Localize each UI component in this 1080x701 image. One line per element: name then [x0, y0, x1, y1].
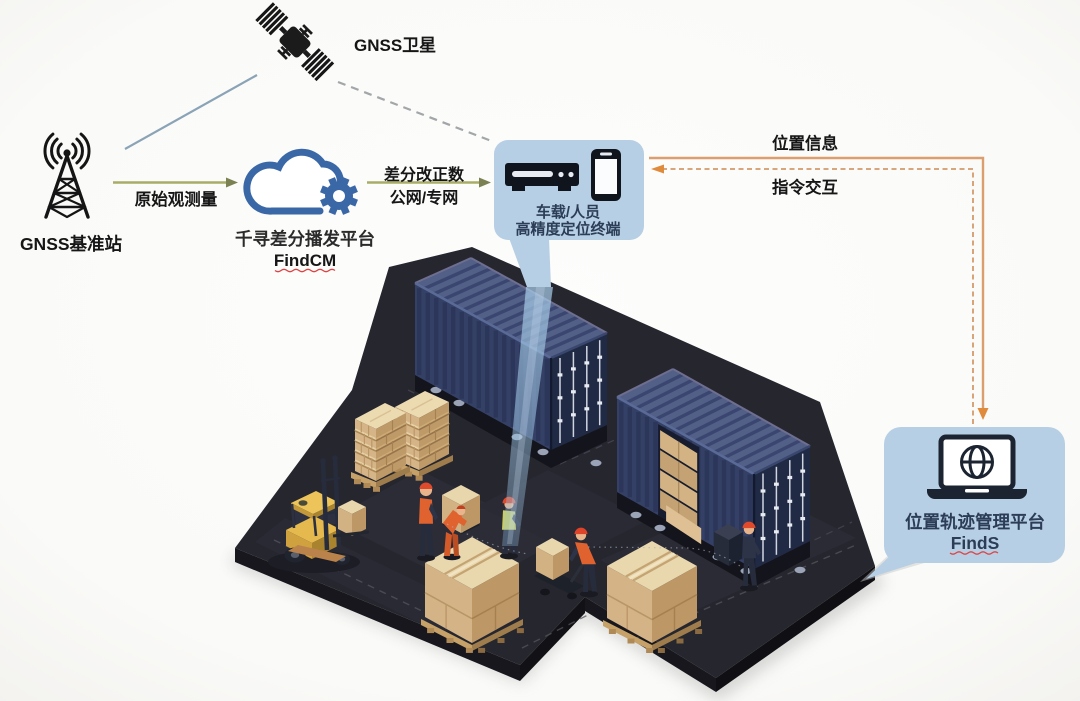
- svg-text:车载/人员: 车载/人员: [536, 203, 600, 221]
- svg-text:位置信息: 位置信息: [772, 133, 838, 153]
- svg-text:高精度定位终端: 高精度定位终端: [515, 220, 620, 238]
- svg-text:原始观测量: 原始观测量: [135, 189, 218, 209]
- svg-text:公网/专网: 公网/专网: [390, 188, 458, 207]
- svg-text:GNSS基准站: GNSS基准站: [20, 234, 123, 254]
- svg-text:GNSS卫星: GNSS卫星: [354, 36, 436, 55]
- svg-text:位置轨迹管理平台: 位置轨迹管理平台: [905, 512, 1045, 532]
- svg-text:FindS: FindS: [951, 533, 1000, 553]
- svg-text:指令交互: 指令交互: [772, 177, 838, 197]
- svg-text:差分改正数: 差分改正数: [384, 165, 465, 184]
- svg-text:千寻差分播发平台: 千寻差分播发平台: [235, 229, 375, 249]
- svg-text:FindCM: FindCM: [274, 251, 336, 270]
